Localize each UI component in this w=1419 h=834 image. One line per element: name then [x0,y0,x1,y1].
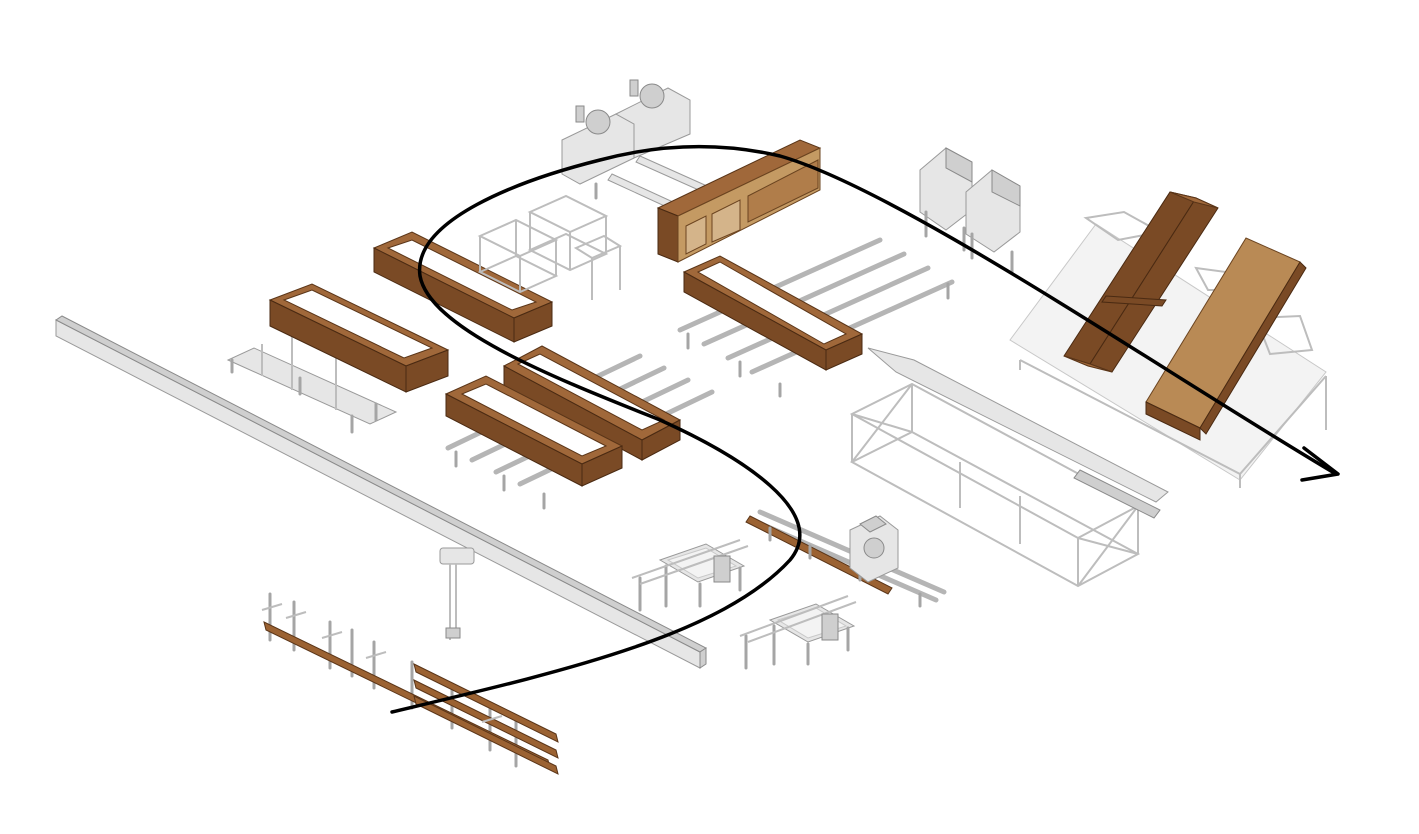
frame-table-5 [684,256,862,370]
wall-element-press [658,140,820,262]
saw-unit-icon [850,516,898,582]
machine-stand-icon [966,170,1020,272]
saw-table-2 [740,596,856,668]
cutting-line [746,512,944,606]
chain-hoist-icon [440,548,474,640]
control-cabinets [920,148,1020,272]
saw-table-1 [632,540,748,610]
